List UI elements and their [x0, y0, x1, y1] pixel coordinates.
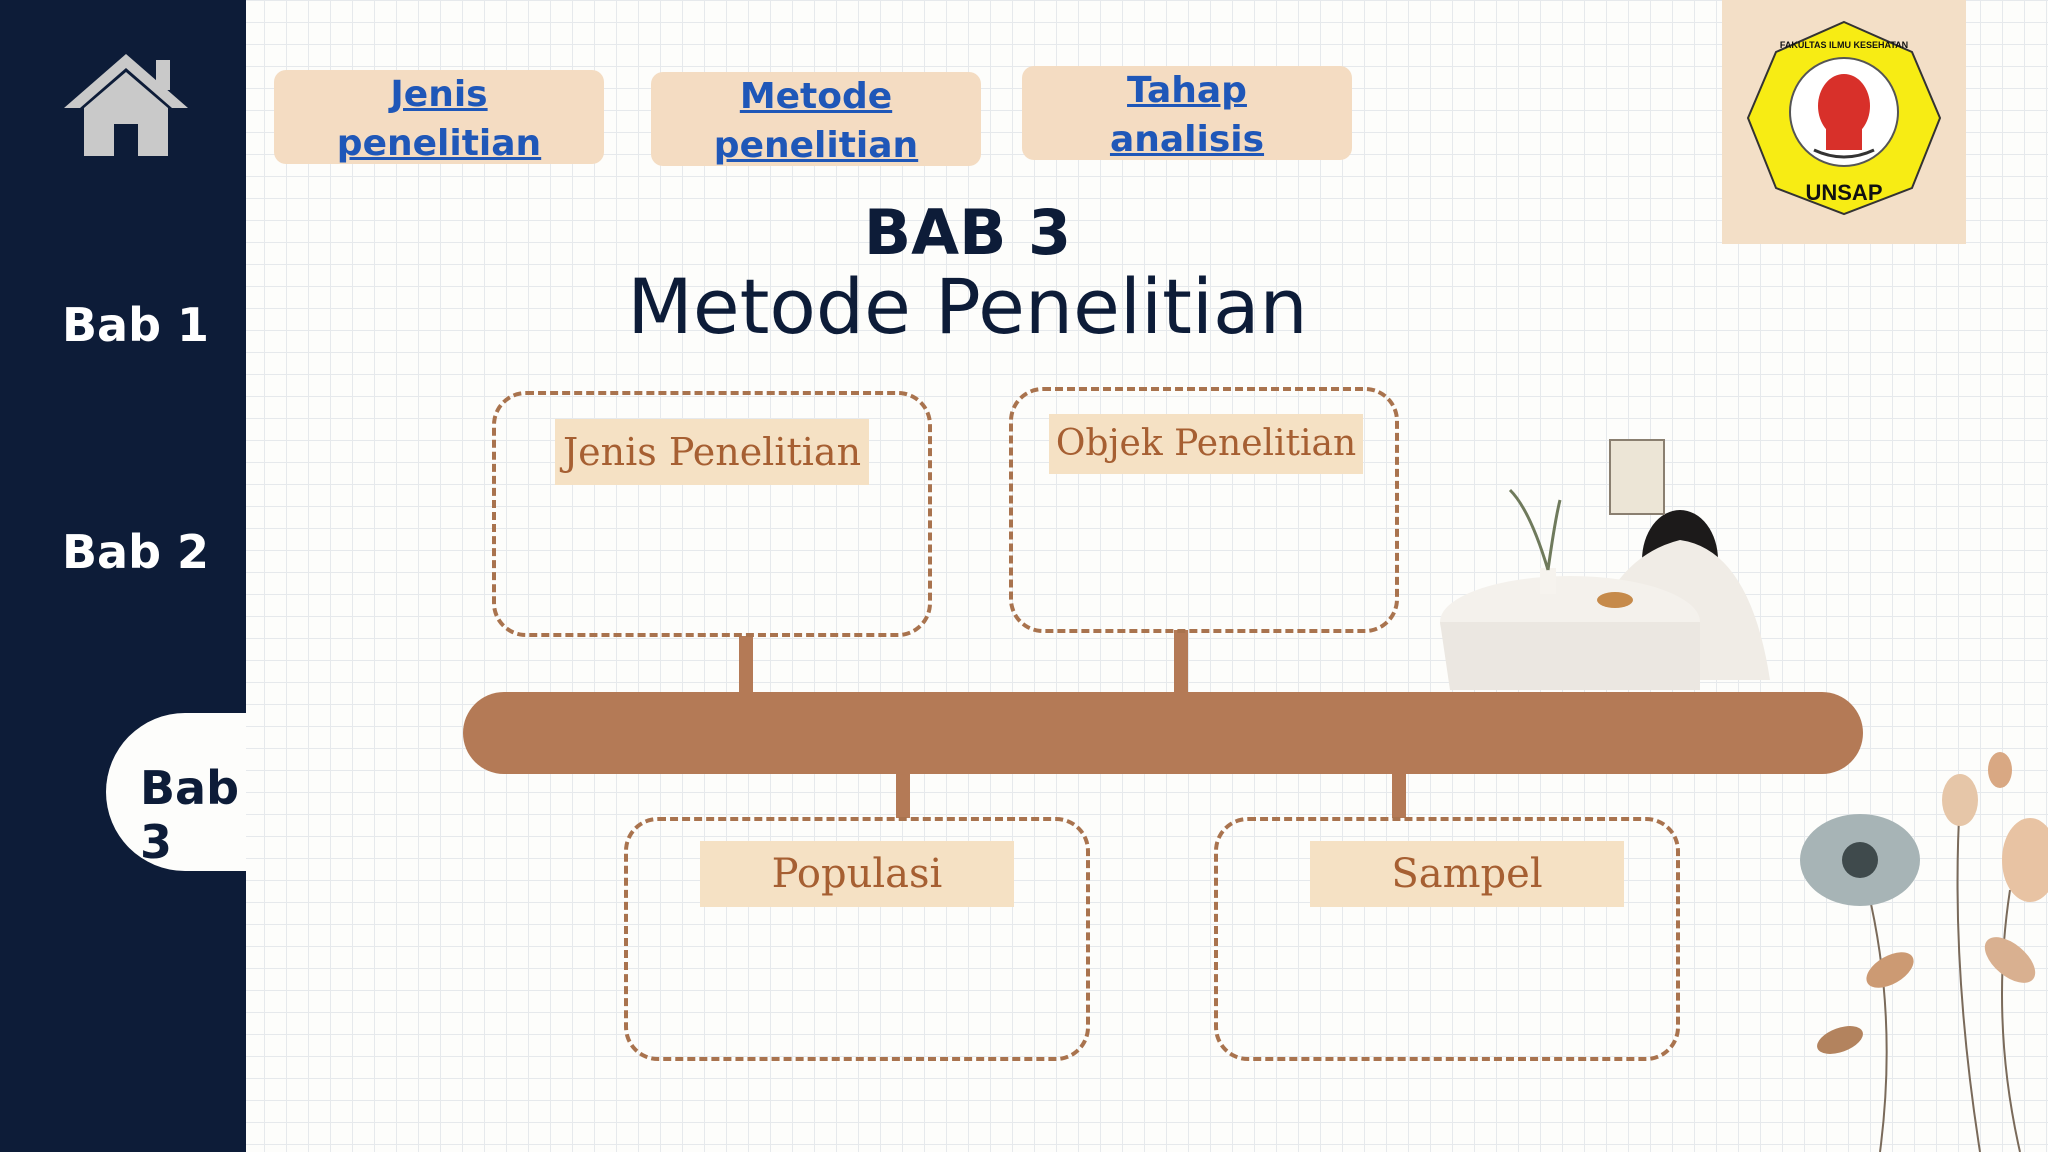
page-title: Metode Penelitian [627, 262, 1308, 351]
woman-reading-illustration [1440, 439, 1770, 690]
connector [739, 636, 753, 694]
label-populasi: Populasi [700, 841, 1014, 907]
chapter-title: BAB 3 [863, 196, 1072, 269]
box-jenis-penelitian [492, 391, 932, 637]
tab-label-line2: penelitian [336, 123, 542, 164]
tab-jenis-penelitian[interactable]: Jenis penelitian [274, 70, 604, 164]
sidebar-item-bab-2[interactable]: Bab 2 [62, 525, 210, 579]
tab-label-line1: Metode [739, 76, 893, 117]
sidebar-item-bab-3[interactable]: Bab 3 [106, 713, 246, 871]
tab-metode-penelitian[interactable]: Metode penelitian [651, 72, 981, 166]
faculty-logo: UNSAP FAKULTAS ILMU KESEHATAN [1722, 0, 1966, 244]
box-populasi [624, 817, 1090, 1061]
sidebar-item-bab-1[interactable]: Bab 1 [62, 298, 210, 352]
box-sampel [1214, 817, 1680, 1061]
tab-label-line1: Jenis [390, 74, 488, 115]
tab-tahap-analisis[interactable]: Tahap analisis [1022, 66, 1352, 160]
tab-label-line2: analisis [1109, 119, 1265, 160]
connector [1174, 630, 1188, 694]
flower-decoration [1800, 752, 2048, 1152]
timeline-bar [463, 692, 1863, 774]
box-objek-penelitian [1009, 387, 1399, 633]
logo-top-text: FAKULTAS ILMU KESEHATAN [1780, 40, 1908, 50]
sidebar: Bab 1 Bab 2 [0, 0, 246, 1152]
logo-bottom-text: UNSAP [1805, 180, 1882, 205]
label-sampel: Sampel [1310, 841, 1624, 907]
label-jenis-penelitian: Jenis Penelitian [555, 419, 869, 485]
sidebar-item-label: Bab 3 [140, 761, 240, 869]
connector [896, 772, 910, 818]
home-icon[interactable] [60, 50, 192, 160]
connector [1392, 772, 1406, 818]
tab-label-line1: Tahap [1127, 70, 1247, 111]
label-objek-penelitian: Objek Penelitian [1049, 414, 1363, 474]
tab-label-line2: penelitian [713, 125, 919, 166]
